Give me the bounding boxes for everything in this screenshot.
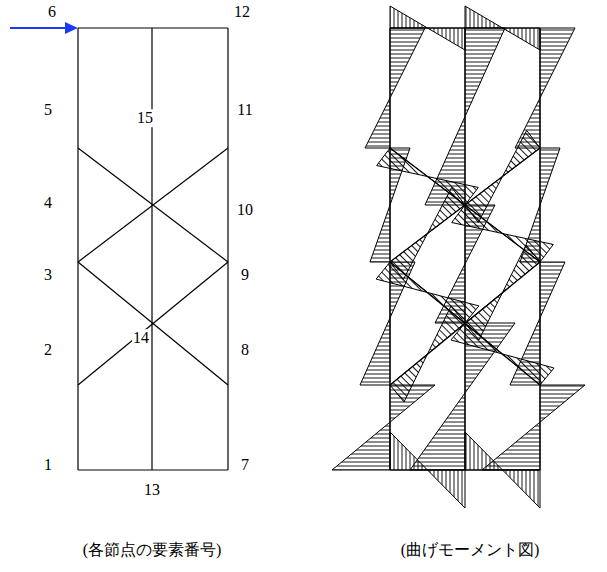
node-number: 9 xyxy=(240,266,250,284)
frame-member xyxy=(78,148,228,262)
node-number: 14 xyxy=(132,329,150,347)
moment-area xyxy=(365,28,425,148)
frame-member xyxy=(390,148,540,262)
node-number: 4 xyxy=(43,194,53,212)
node-number: 6 xyxy=(47,3,57,21)
node-number: 1 xyxy=(43,456,53,474)
node-number: 7 xyxy=(240,456,250,474)
node-number: 11 xyxy=(236,101,253,119)
frame-member xyxy=(227,28,228,470)
frame-member xyxy=(78,27,228,28)
node-number: 8 xyxy=(240,341,250,359)
frame-member xyxy=(390,148,540,262)
moment-diagram xyxy=(332,6,585,508)
moment-area xyxy=(515,28,575,148)
node-number: 5 xyxy=(43,101,53,119)
node-number: 15 xyxy=(136,109,154,127)
frame-lines xyxy=(78,28,540,470)
frame-member xyxy=(464,28,465,470)
load-arrow xyxy=(10,22,78,34)
frame-member xyxy=(151,28,152,470)
load-arrow-shaft xyxy=(10,27,68,29)
frame-member xyxy=(389,28,390,470)
node-number: 3 xyxy=(43,266,53,284)
figure-caption: (曲げモーメント図) xyxy=(400,541,541,559)
moment-area xyxy=(482,385,585,470)
frame-member xyxy=(390,262,540,385)
frame-member xyxy=(77,28,78,470)
moment-area xyxy=(410,323,515,470)
frame-member xyxy=(78,148,228,262)
frame-member xyxy=(78,469,228,470)
node-number: 13 xyxy=(143,481,161,499)
node-number: 10 xyxy=(236,201,254,219)
load-arrow-head xyxy=(65,22,78,34)
node-number: 2 xyxy=(43,341,53,359)
frame-member xyxy=(78,262,228,385)
figure-caption: (各節点の要素番号) xyxy=(82,541,223,559)
node-number: 12 xyxy=(233,3,251,21)
frame-member xyxy=(78,262,228,385)
frame-member xyxy=(539,28,540,470)
frame-member xyxy=(390,262,540,385)
